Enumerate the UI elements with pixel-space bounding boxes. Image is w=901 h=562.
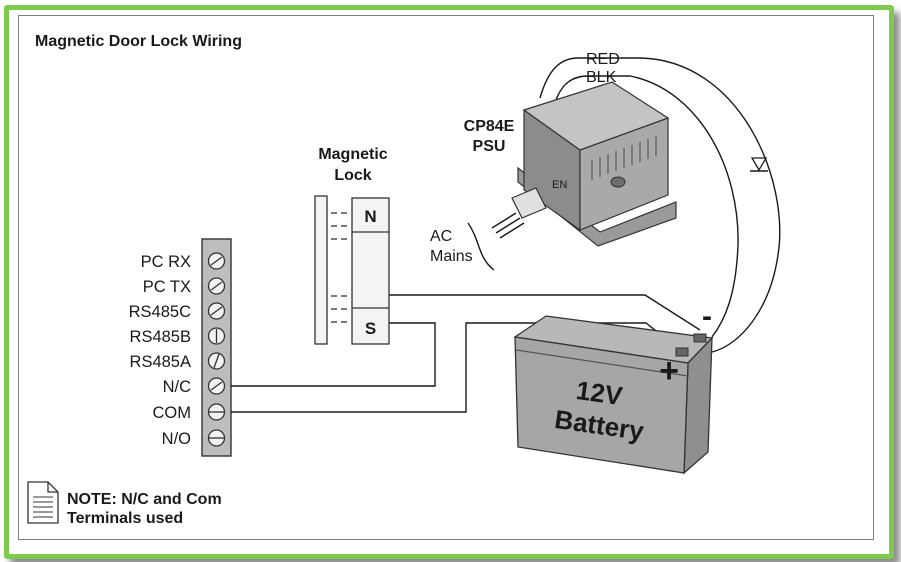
lock-label-line2: Lock	[334, 167, 371, 184]
note-line2: Terminals used	[67, 510, 183, 527]
psu-unit: EN	[511, 81, 677, 247]
terminal-label-nc: N/C	[163, 378, 192, 396]
terminal-screw-nc	[207, 377, 226, 395]
terminal-label-no: N/O	[162, 430, 192, 448]
ac-mains-label-line2: Mains	[430, 248, 473, 265]
note-icon	[27, 481, 59, 524]
wire-label-blk: BLK	[586, 69, 617, 86]
terminal-screw-pc-tx	[207, 277, 226, 295]
terminal-label-pc-rx: PC RX	[141, 253, 191, 271]
lock-pin-n: N	[364, 207, 376, 226]
lock-pin-s: S	[365, 319, 376, 338]
psu-marking: EN	[552, 179, 567, 191]
wire-psu-red	[539, 57, 781, 353]
terminal-screw-rs485c	[207, 302, 226, 320]
terminal-screw-com	[207, 403, 226, 421]
note-line1: NOTE: N/C and Com	[67, 491, 222, 508]
wire-psu-blk	[555, 75, 739, 338]
psu-label-line1: CP84E	[464, 118, 515, 135]
lock-label-line1: Magnetic	[318, 146, 387, 163]
terminal-screw-rs485b	[207, 327, 226, 345]
battery-label-line1: 12V	[574, 375, 625, 411]
wire-lock-to-battery-negative	[387, 294, 701, 331]
terminal-label-rs485b: RS485B	[130, 328, 191, 346]
battery-positive-sign: +	[659, 352, 679, 390]
terminal-screw-rs485a	[207, 352, 226, 370]
battery-negative-sign: -	[702, 300, 712, 333]
terminal-label-pc-tx: PC TX	[143, 278, 191, 296]
wire-label-red: RED	[586, 51, 620, 68]
diagram-title: Magnetic Door Lock Wiring	[35, 33, 242, 50]
terminal-screw-pc-rx	[207, 252, 226, 270]
wire-ac-mains	[467, 222, 495, 271]
diode-icon	[750, 157, 768, 172]
terminal-label-rs485a: RS485A	[130, 353, 191, 371]
terminal-screw-no	[207, 429, 226, 447]
terminal-label-rs485c: RS485C	[129, 303, 191, 321]
ac-mains-label-line1: AC	[430, 228, 452, 245]
wire-nc-to-lock	[231, 322, 436, 387]
psu-label-line2: PSU	[473, 138, 506, 155]
battery: 12V Battery	[513, 315, 714, 475]
magnetic-lock: N S	[314, 195, 390, 345]
terminal-label-com: COM	[153, 404, 192, 422]
terminal-block	[201, 238, 232, 457]
wiring	[231, 57, 781, 413]
